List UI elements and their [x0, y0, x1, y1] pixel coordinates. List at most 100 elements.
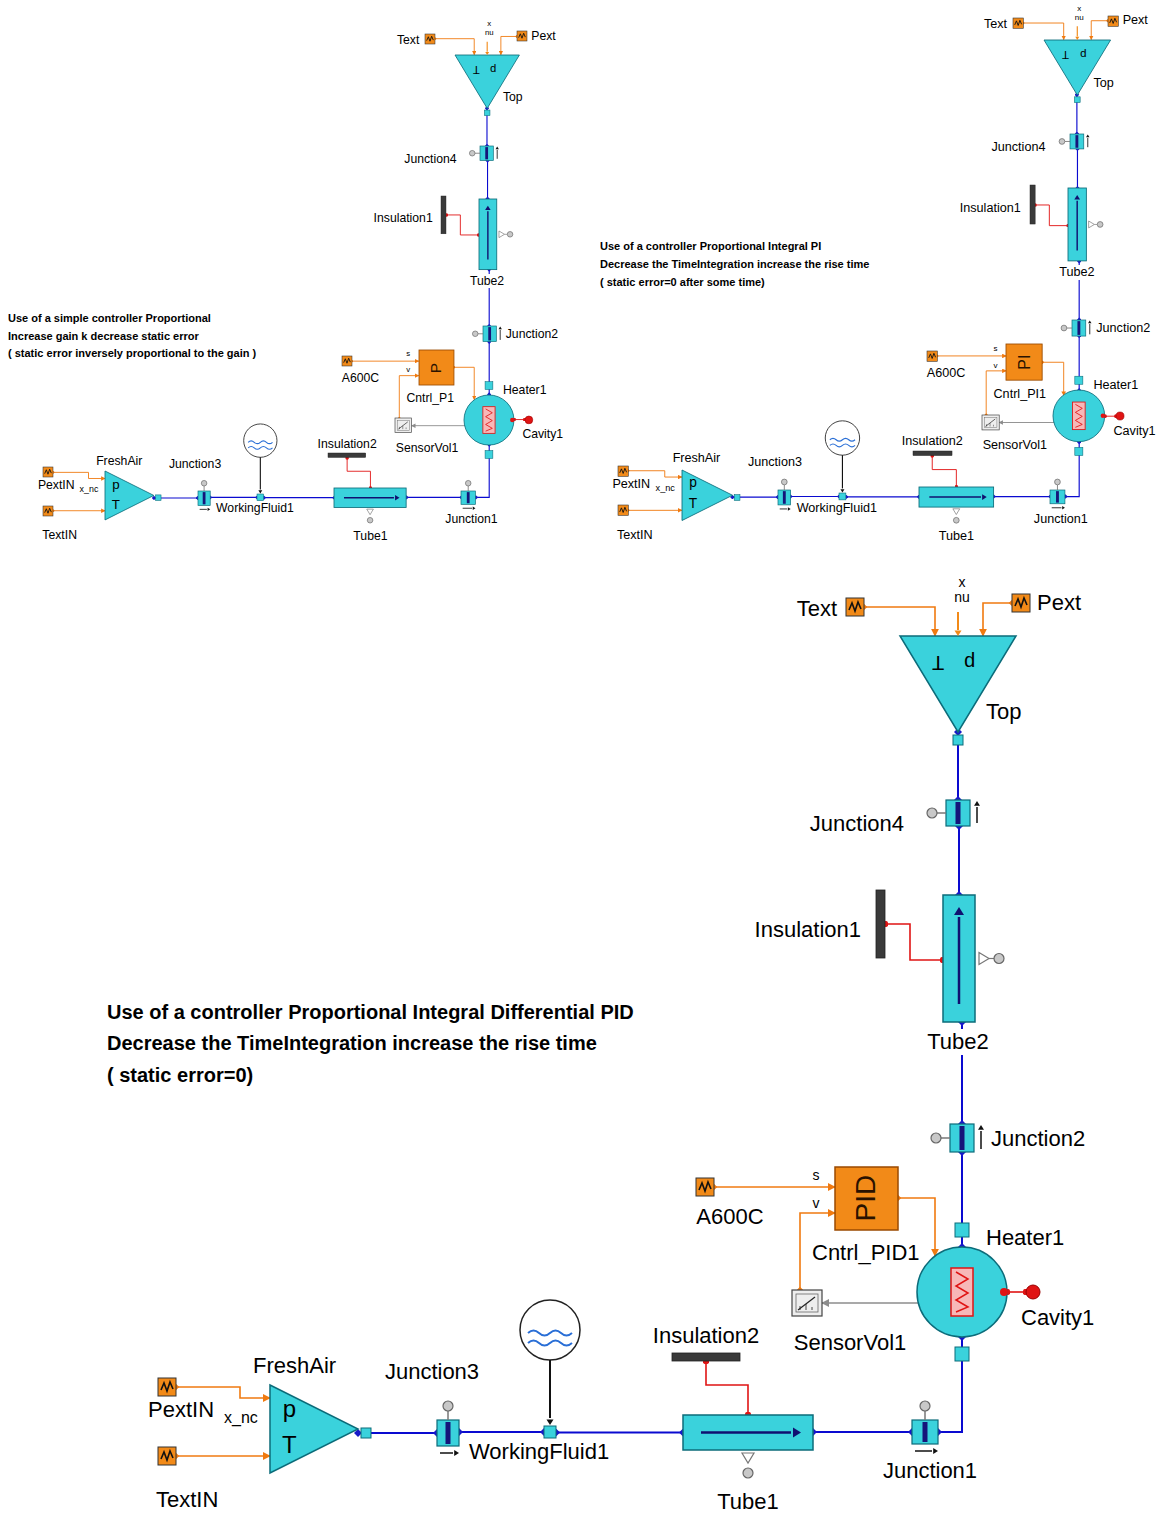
junction-body [1072, 320, 1086, 336]
insulation-bar: Insulation1 [1030, 185, 1035, 224]
source-wave [519, 34, 526, 39]
tank-port [257, 494, 264, 501]
flow-arrow [344, 497, 394, 498]
port-stem [447, 1411, 449, 1420]
signal-line [176, 1387, 270, 1398]
heating-element [1073, 402, 1086, 430]
insulation-bar-outline [1030, 185, 1035, 224]
insulation-body [672, 1353, 740, 1361]
flow-arrow [497, 150, 498, 159]
source-icon [846, 598, 864, 616]
boundary-triangle: TpTop [1044, 40, 1111, 95]
source-icon [158, 1378, 176, 1396]
insulation-bar-outline [328, 453, 366, 457]
port-circle [466, 480, 472, 486]
component-label: Pext [1122, 13, 1149, 28]
port-variable: T [1062, 48, 1069, 61]
signal-line [1091, 21, 1108, 40]
thermal-source-outline [525, 416, 533, 424]
fluid-tank: WorkingFluid1 [257, 494, 264, 501]
note-text: Use of a controller Proportional Integra… [107, 1001, 634, 1024]
component-label: FreshAir [672, 451, 722, 466]
component-label: Insulation1 [373, 211, 434, 225]
source-icon [696, 1178, 714, 1196]
component-label: Insulation1 [959, 201, 1022, 216]
component-label: Junction4 [809, 811, 905, 836]
outlet-port [156, 495, 162, 501]
signal-line [435, 39, 474, 55]
flow-arrow [1052, 507, 1062, 508]
junction: Junction2 [483, 326, 496, 342]
port-circle [743, 1468, 753, 1478]
arrow-head [1075, 36, 1079, 39]
component-label: Insulation1 [754, 917, 862, 942]
arrow-head [498, 327, 501, 330]
sensor-tick [405, 428, 406, 430]
fluid-line [846, 496, 919, 497]
arrow-head [454, 1450, 459, 1456]
boundary-triangle: pTFreshAir [270, 1385, 358, 1473]
port-circle [472, 331, 478, 337]
junction-bar [960, 1126, 965, 1150]
sensor-block: SensorVol1 [982, 415, 999, 430]
port-label: nu [954, 589, 970, 605]
arrow-head [955, 630, 962, 636]
source-icon [1013, 18, 1023, 28]
port-variable: T [473, 63, 480, 76]
arrow-head [473, 506, 476, 509]
tank-circle [520, 1300, 580, 1360]
source-icon [425, 34, 435, 44]
tube-outline [1068, 188, 1086, 261]
junction-outline [480, 146, 493, 160]
component-label: Cntrl_PID1 [811, 1240, 921, 1265]
port-variable: T [932, 651, 944, 674]
tube-body [919, 487, 994, 507]
signal-source-outline [927, 351, 937, 361]
fluid-line [210, 497, 257, 498]
junction-body [1050, 490, 1065, 504]
note-text: Use of a simple controller Proportional [8, 312, 211, 325]
tank-water [248, 447, 272, 450]
port-label: s [813, 1167, 820, 1183]
note-text: ( static error inversely proportional to… [8, 347, 256, 360]
insulation-bar-outline [913, 451, 952, 456]
port-stem [504, 234, 507, 235]
port-label: x [1077, 4, 1081, 13]
heater-volume-outline [464, 395, 514, 445]
heater-volume: Heater1 [464, 395, 514, 445]
thermal-line [1007, 1291, 1026, 1293]
signal-source: Text [425, 34, 435, 44]
side-port [367, 509, 374, 515]
signal-source: TextIN [158, 1447, 176, 1465]
outlet-port [1075, 448, 1083, 456]
port-label: v [813, 1195, 820, 1211]
arrow-head [395, 495, 399, 501]
component-label: Junction4 [403, 152, 457, 166]
signal-source-outline [1013, 18, 1023, 28]
thermal-source: Cavity1 [525, 416, 533, 424]
connector-group [53, 21, 1116, 1456]
junction-bar [488, 327, 491, 340]
arrow-head [793, 1428, 801, 1438]
signal-line [628, 510, 682, 511]
heating-element [483, 406, 495, 433]
thermal-line [347, 458, 370, 488]
thermal-line [446, 215, 478, 235]
tube: Tube1 [919, 487, 994, 507]
source-icon [517, 31, 527, 41]
thermal-port [1101, 414, 1106, 419]
port-circle [443, 1401, 453, 1411]
signal-source-outline [1108, 16, 1118, 26]
component-label: Junction2 [505, 327, 559, 341]
source-icon [342, 356, 352, 366]
component-label: Text [983, 17, 1008, 32]
port-label: nu [485, 29, 494, 38]
sensor-body [395, 418, 412, 432]
junction-body [912, 1420, 938, 1444]
signal-line [937, 355, 1006, 356]
component-label: TextIN [616, 528, 654, 543]
port-stem [937, 812, 946, 814]
component-label: A600C [341, 371, 380, 385]
fluid-tank-outline [544, 1426, 556, 1438]
inlet-port [1075, 377, 1083, 385]
